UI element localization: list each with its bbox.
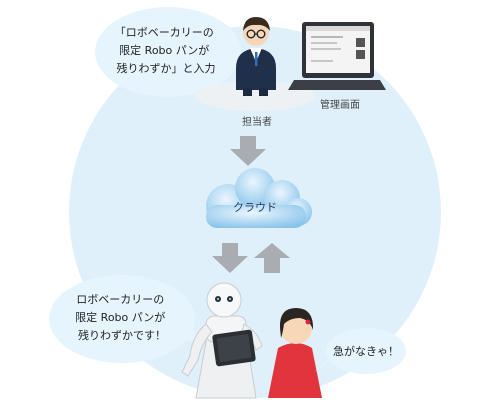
cloud-icon bbox=[206, 168, 312, 228]
operator-speech-bubble: 「ロボベーカリーの 限定 Robo パンが 残りわずか」と入力 bbox=[95, 7, 241, 97]
arrow-up-to-cloud bbox=[254, 243, 290, 273]
robot-line-2: 限定 Robo パンが bbox=[75, 310, 165, 324]
arrow-down-to-cloud bbox=[230, 136, 266, 166]
girl-figure bbox=[268, 308, 322, 398]
admin-screen-label: 管理画面 bbox=[320, 98, 360, 111]
laptop-icon bbox=[288, 22, 386, 90]
cloud-label: クラウド bbox=[233, 201, 277, 214]
svg-text:ロボベーカリーの 限定 Robo パンが: ロボベーカリーの 限定 Robo パンが 残りわずかです！ bbox=[75, 293, 169, 342]
operator-line-3: 残りわずか」と入力 bbox=[117, 61, 216, 75]
robot-speech-bubble: ロボベーカリーの 限定 Robo パンが 残りわずかです！ bbox=[49, 275, 204, 363]
svg-text:「ロボベーカリーの 限定 Robo パンが: 「ロボベーカリーの 限定 Robo パンが 残りわずか」と入力 bbox=[115, 26, 218, 75]
girl-speech-bubble: 急がなきゃ！ bbox=[314, 328, 406, 374]
girl-speech-text: 急がなきゃ！ bbox=[333, 344, 399, 358]
robot-line-1: ロボベーカリーの bbox=[76, 293, 164, 306]
operator-label: 担当者 bbox=[242, 115, 272, 128]
operator-platform bbox=[195, 81, 315, 111]
operator-figure bbox=[236, 17, 276, 96]
robot-line-3: 残りわずかです！ bbox=[78, 328, 166, 342]
operator-line-1: 「ロボベーカリーの bbox=[115, 26, 214, 39]
operator-line-2: 限定 Robo パンが bbox=[119, 43, 209, 57]
tablet-icon bbox=[212, 329, 256, 367]
arrow-down-to-robot bbox=[212, 243, 248, 273]
